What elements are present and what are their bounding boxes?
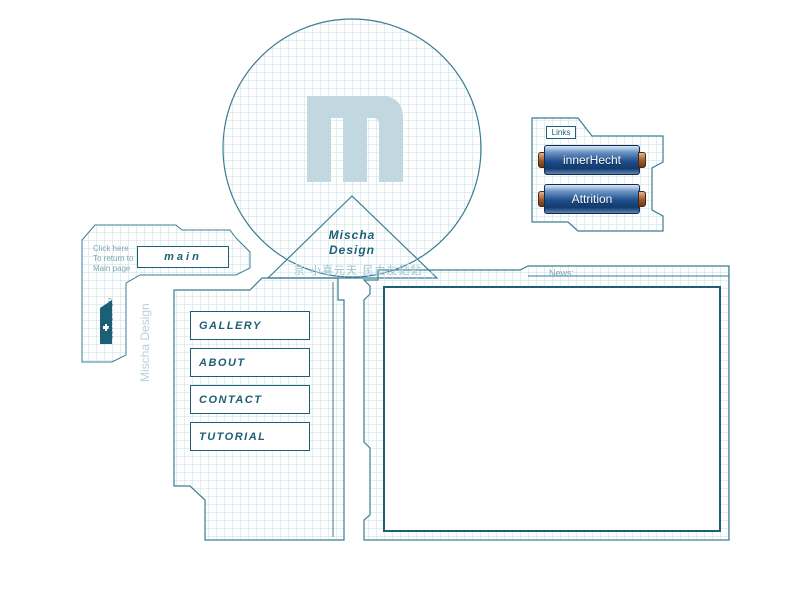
link-innerhecht-button[interactable]: innerHecht [538,145,646,175]
battery-cap-icon [638,191,646,207]
logo-m-icon [307,96,403,182]
news-title: News: [549,268,575,278]
battery-cap-icon [638,152,646,168]
nav-gallery-button[interactable]: Gallery [190,311,310,340]
hint-line: To return to [93,254,134,263]
brand-line-2: Design [328,243,375,257]
hint-line: Click here [93,244,129,253]
link-label: Attrition [544,184,640,214]
nav-tutorial-button[interactable]: Tutorial [190,422,310,451]
side-brand-text: Mischa Design [138,303,152,382]
main-hint: Click here To return to Main page [93,244,143,274]
brand-line-1: Mischa [328,228,376,242]
serial-number: //D13B1075 [106,298,112,340]
brand-triangle [266,195,439,279]
nav-contact-button[interactable]: Contact [190,385,310,414]
main-button[interactable]: Main [137,246,229,268]
hint-line: Main page [93,264,131,273]
news-content-area[interactable] [383,286,721,532]
barcode-icon [100,300,112,344]
watermark-text: 京 小喜元天 民由友鉆鉆 [293,264,423,277]
links-label: Links [546,126,576,139]
nav-about-button[interactable]: About [190,348,310,377]
link-label: innerHecht [544,145,640,175]
brand-name[interactable]: Mischa Design [314,228,390,258]
link-attrition-button[interactable]: Attrition [538,184,646,214]
